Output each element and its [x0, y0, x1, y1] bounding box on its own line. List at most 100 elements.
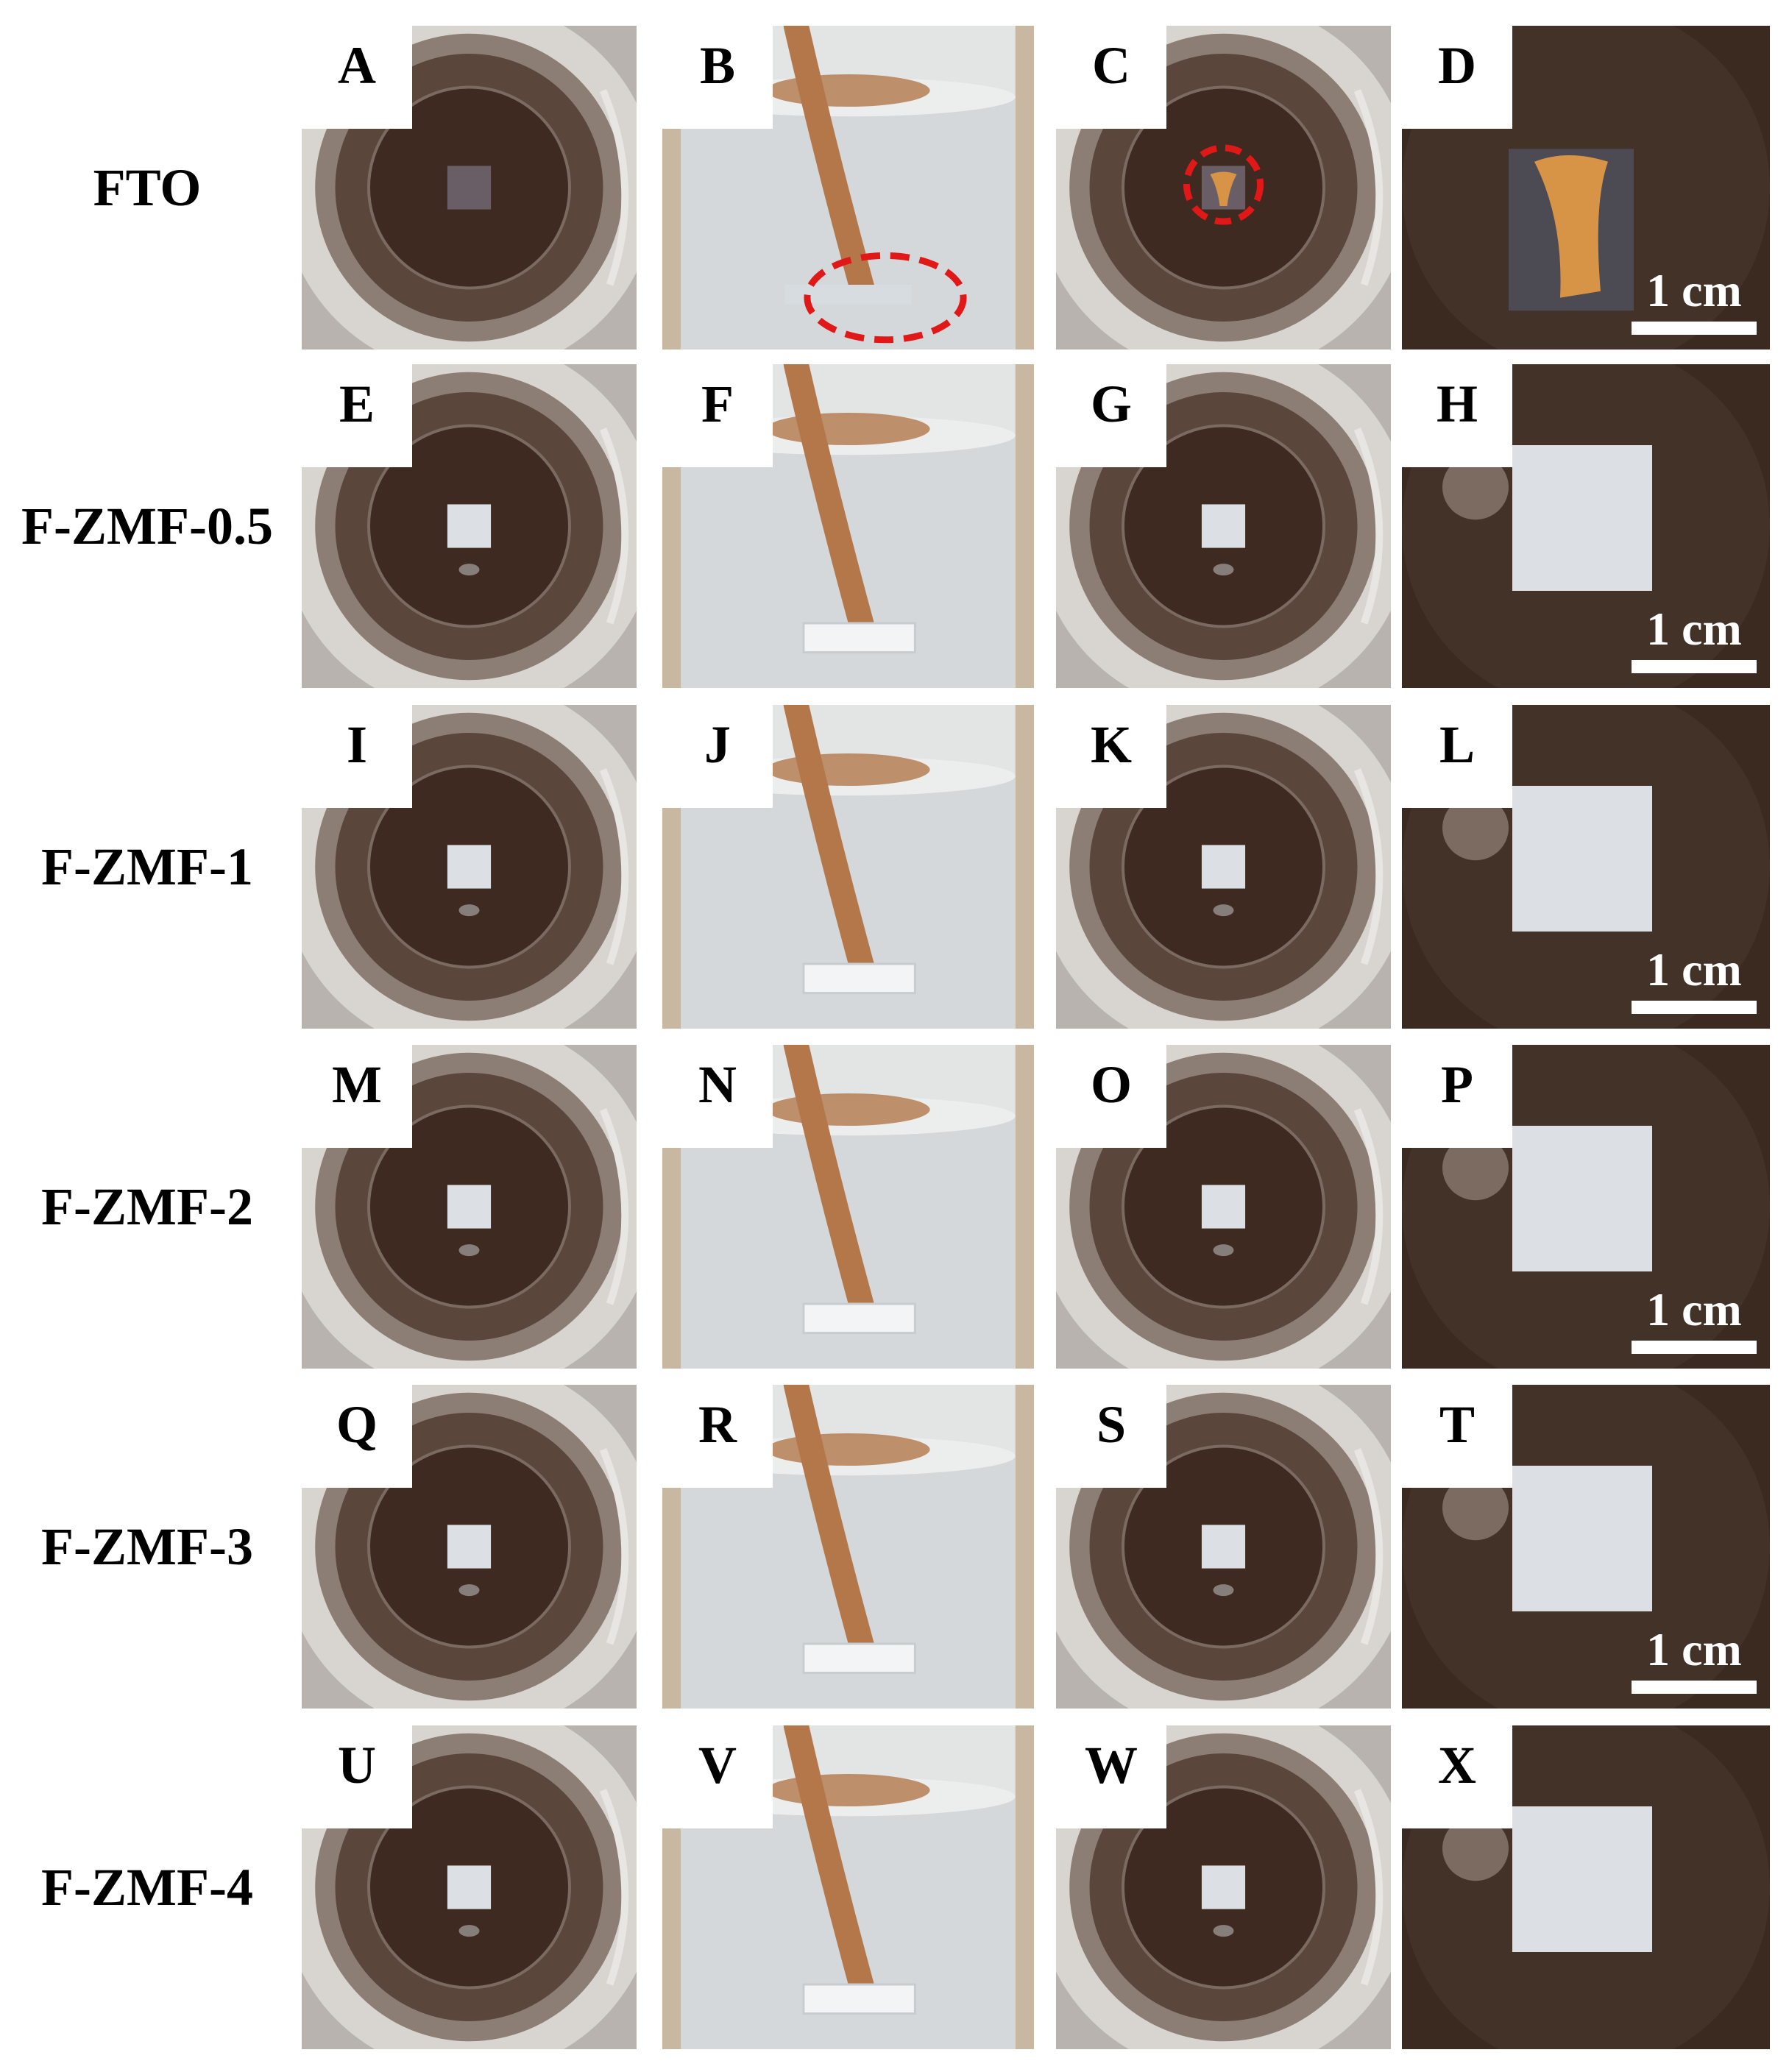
coated-substrate: [802, 622, 916, 654]
oil-stain: [1210, 171, 1237, 206]
photo-panel-b: B: [662, 26, 1034, 350]
row-label: F-ZMF-0.5: [21, 497, 273, 556]
droplet: [1213, 904, 1234, 917]
coated-substrate: [802, 1983, 916, 2015]
residue-spot: [1442, 1816, 1509, 1881]
scale-bar: 1 cm: [1632, 946, 1757, 1014]
glass-reflection: [599, 1789, 629, 1986]
scale-line: [1632, 1341, 1757, 1354]
oil-pool: [766, 1774, 930, 1806]
photo-panel-s: S: [1056, 1385, 1391, 1709]
droplet: [1213, 1584, 1234, 1597]
coated-substrate: [1512, 1126, 1652, 1271]
coated-substrate: [447, 1525, 492, 1569]
glass-reflection: [1353, 427, 1384, 625]
photo-panel-n: N: [662, 1045, 1034, 1369]
droplet: [458, 1244, 480, 1257]
panel-label-box: E: [302, 364, 412, 467]
panel-label-box: O: [1056, 1045, 1166, 1148]
highlight-circle: [804, 252, 967, 344]
glass-reflection: [1353, 89, 1384, 286]
oil-pool: [766, 74, 930, 107]
oil-stream: [783, 1725, 876, 2004]
panel-letter: X: [1438, 1736, 1476, 1795]
residue-spot: [1442, 795, 1509, 861]
coated-substrate: [1201, 1525, 1246, 1569]
coated-substrate: [1512, 1466, 1652, 1611]
panel-letter: Q: [336, 1395, 378, 1454]
coated-substrate: [1201, 845, 1246, 889]
panel-letter: G: [1090, 375, 1132, 433]
photo-panel-r: R: [662, 1385, 1034, 1709]
oil-pool: [766, 1433, 930, 1466]
coated-substrate: [802, 1642, 916, 1675]
glass-reflection: [599, 427, 629, 625]
panel-label-box: H: [1402, 364, 1512, 467]
coated-substrate: [1201, 1865, 1246, 1909]
oil-stream: [783, 364, 876, 642]
photo-panel-h: H 1 cm: [1402, 364, 1770, 688]
scale-label: 1 cm: [1646, 603, 1742, 655]
photo: [662, 364, 1034, 688]
photo-panel-m: M: [302, 1045, 637, 1369]
oil-pool: [766, 1093, 930, 1126]
scale-label: 1 cm: [1646, 1283, 1742, 1335]
photo-panel-q: Q: [302, 1385, 637, 1709]
photo-panel-i: I: [302, 705, 637, 1029]
panel-label-box: B: [662, 26, 773, 129]
row-label: F-ZMF-3: [41, 1517, 253, 1576]
oil-stream: [783, 705, 876, 983]
photo-panel-v: V: [662, 1725, 1034, 2049]
residue-spot: [1442, 455, 1509, 520]
panel-letter: O: [1090, 1055, 1132, 1114]
glass-reflection: [1353, 1448, 1384, 1645]
panel-label-box: W: [1056, 1725, 1166, 1828]
panel-letter: L: [1439, 715, 1476, 774]
panel-label-box: D: [1402, 26, 1512, 129]
panel-letter: J: [704, 715, 731, 774]
coated-substrate: [1512, 786, 1652, 932]
glass-reflection: [1353, 1789, 1384, 1986]
panel-label-box: P: [1402, 1045, 1512, 1148]
coated-substrate: [802, 962, 916, 995]
droplet: [1213, 1244, 1234, 1257]
panel-label-box: K: [1056, 705, 1166, 808]
beaker-ring: [1122, 424, 1325, 628]
panel-label-box: I: [302, 705, 412, 808]
glass-reflection: [1353, 1108, 1384, 1305]
droplet: [458, 1925, 480, 1937]
glass-reflection: [599, 768, 629, 965]
coated-substrate: [447, 504, 492, 548]
droplet: [458, 564, 480, 576]
scale-line: [1632, 1681, 1757, 1694]
oil-stream: [783, 1385, 876, 1663]
panel-letter: U: [338, 1736, 376, 1795]
panel-label-box: A: [302, 26, 412, 129]
highlight-circle: [1183, 144, 1264, 225]
photo-panel-e: E: [302, 364, 637, 688]
panel-label-box: L: [1402, 705, 1512, 808]
panel-label-box: N: [662, 1045, 773, 1148]
panel-letter: F: [701, 375, 734, 433]
panel-label-box: J: [662, 705, 773, 808]
panel-label-box: X: [1402, 1725, 1512, 1828]
droplet: [458, 1584, 480, 1597]
panel-letter: W: [1085, 1736, 1138, 1795]
panel-label-box: V: [662, 1725, 773, 1828]
coated-substrate: [447, 1185, 492, 1229]
glass-reflection: [599, 89, 629, 286]
panel-letter: E: [339, 375, 375, 433]
panel-letter: A: [338, 36, 376, 95]
photo-panel-p: P 1 cm: [1402, 1045, 1770, 1369]
beaker-ring: [367, 424, 571, 628]
coated-substrate: [1201, 1185, 1246, 1229]
oil-stream: [783, 1045, 876, 1323]
panel-letter: B: [699, 36, 736, 95]
beaker-ring: [367, 1444, 571, 1649]
photo: [302, 705, 637, 1029]
photo-panel-u: U: [302, 1725, 637, 2049]
coated-substrate: [447, 845, 492, 889]
beaker-ring: [1122, 1104, 1325, 1309]
